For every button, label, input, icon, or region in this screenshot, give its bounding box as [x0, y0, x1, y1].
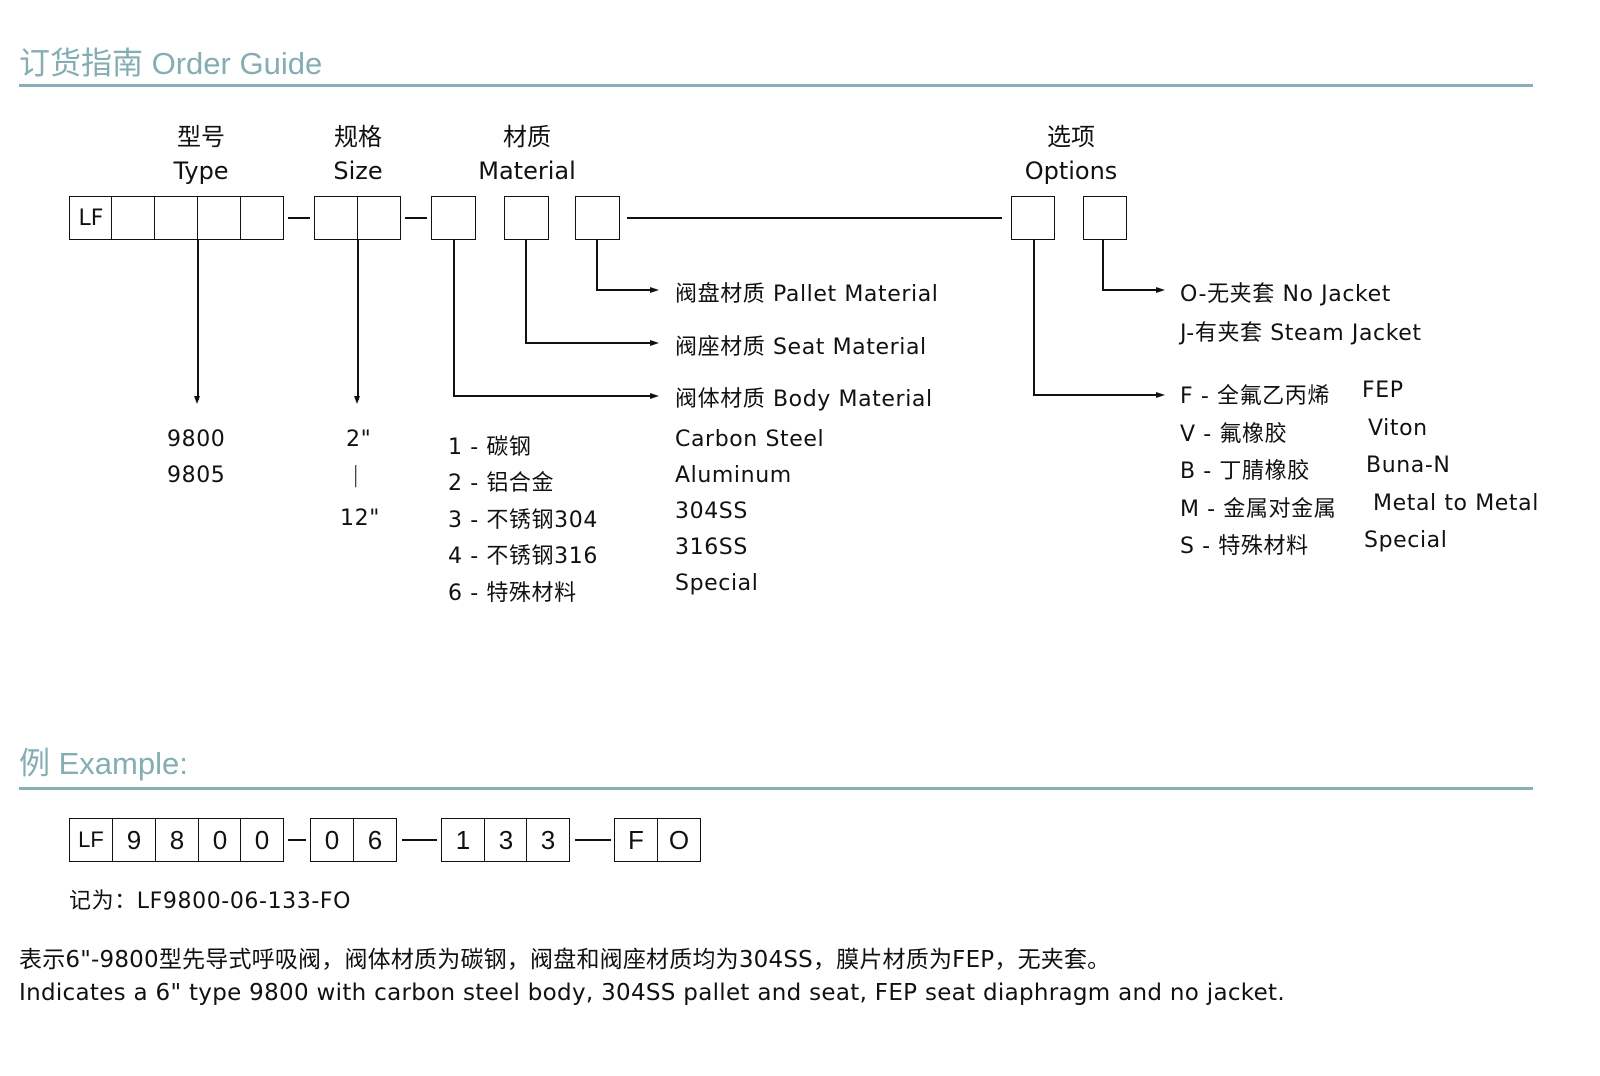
code-box-type-4 — [240, 196, 284, 240]
body-material-code: 1 - 碳钢 — [448, 435, 532, 460]
column-header-options-en: Options — [1024, 157, 1118, 185]
example-box-option: F — [614, 818, 658, 862]
size-leader-line — [357, 240, 359, 400]
column-header-options: 选项 Options — [991, 120, 1151, 188]
body-material-code: 2 - 铝合金 — [448, 471, 555, 496]
seat-leader-vertical — [525, 240, 527, 343]
body-arrow-icon — [650, 393, 659, 399]
body-material-en: Aluminum — [675, 463, 792, 488]
code-box-jacket-option — [1083, 196, 1127, 240]
body-material-code: 6 - 特殊材料 — [448, 581, 577, 606]
diaphragm-option-en: Special — [1364, 528, 1448, 553]
dash-connector — [288, 839, 306, 841]
diaphragm-option-code: M - 金属对金属 — [1180, 497, 1337, 522]
body-material-en: 304SS — [675, 499, 748, 524]
diaphragm-option-code: B - 丁腈橡胶 — [1180, 459, 1310, 484]
jacket-arrow-icon — [1156, 287, 1165, 293]
diaphragm-option-code: V - 氟橡胶 — [1180, 422, 1288, 447]
size-min: 2" — [346, 427, 372, 452]
order-guide-divider — [19, 84, 1533, 87]
column-header-type-zh: 型号 — [177, 123, 225, 151]
example-recorded-as: 记为：LF9800-06-133-FO — [69, 889, 352, 914]
type-value: 9800 — [167, 427, 226, 452]
jacket-leader-horizontal — [1102, 289, 1158, 291]
jacket-leader-vertical — [1102, 240, 1104, 290]
column-header-material-en: Material — [478, 157, 576, 185]
column-header-type: 型号 Type — [121, 120, 281, 188]
column-header-material: 材质 Material — [447, 120, 607, 188]
dash-connector — [402, 839, 437, 841]
dash-connector — [288, 217, 310, 219]
diaphragm-option-en: FEP — [1362, 378, 1404, 403]
code-box-diaphragm-option — [1011, 196, 1055, 240]
type-value: 9805 — [167, 463, 226, 488]
diaphragm-option-en: Metal to Metal — [1373, 491, 1539, 516]
body-material-code: 3 - 不锈钢304 — [448, 508, 598, 533]
code-box-type-1 — [111, 196, 155, 240]
type-leader-line — [197, 240, 199, 400]
seat-leader-horizontal — [525, 342, 653, 344]
dash-connector — [405, 217, 427, 219]
size-max: 12" — [340, 506, 380, 531]
diaphragm-option-code: F - 全氟乙丙烯 — [1180, 384, 1330, 409]
size-range-separator: | — [352, 463, 361, 488]
example-box-size: 0 — [310, 818, 354, 862]
code-box-type-2 — [154, 196, 198, 240]
example-box-material: 1 — [441, 818, 485, 862]
diaphragm-option-en: Viton — [1368, 416, 1428, 441]
diaphragm-leader-vertical — [1033, 240, 1035, 395]
diaphragm-leader-horizontal — [1033, 394, 1158, 396]
diaphragm-arrow-icon — [1156, 392, 1165, 398]
dash-connector-long — [627, 217, 1002, 219]
column-header-options-zh: 选项 — [1047, 123, 1095, 151]
example-box-type: 8 — [155, 818, 199, 862]
code-box-size-1 — [314, 196, 358, 240]
column-header-material-zh: 材质 — [503, 123, 551, 151]
jacket-option: O-无夹套 No Jacket — [1180, 282, 1391, 307]
code-box-prefix: LF — [69, 196, 113, 240]
pallet-leader-horizontal — [596, 289, 653, 291]
code-box-pallet-material — [575, 196, 620, 240]
pallet-arrow-icon — [650, 287, 659, 293]
type-arrow-icon — [194, 396, 200, 404]
seat-material-label: 阀座材质 Seat Material — [675, 335, 927, 360]
example-divider — [19, 787, 1533, 790]
example-description-en: Indicates a 6" type 9800 with carbon ste… — [19, 980, 1285, 1006]
seat-arrow-icon — [650, 340, 659, 346]
body-material-en: Special — [675, 571, 759, 596]
example-title: 例 Example: — [19, 746, 188, 781]
body-leader-vertical — [453, 240, 455, 396]
body-material-en: Carbon Steel — [675, 427, 825, 452]
column-header-size-en: Size — [333, 157, 383, 185]
column-header-size: 规格 Size — [278, 120, 438, 188]
example-box-type: LF — [69, 818, 113, 862]
example-box-option: O — [657, 818, 701, 862]
size-arrow-icon — [354, 396, 360, 404]
dash-connector — [575, 839, 611, 841]
code-box-size-2 — [357, 196, 401, 240]
example-box-size: 6 — [353, 818, 397, 862]
example-box-type: 0 — [240, 818, 284, 862]
code-box-seat-material — [504, 196, 549, 240]
pallet-material-label: 阀盘材质 Pallet Material — [675, 282, 939, 307]
body-leader-horizontal — [453, 395, 653, 397]
example-box-type: 9 — [112, 818, 156, 862]
example-box-type: 0 — [198, 818, 242, 862]
diaphragm-option-code: S - 特殊材料 — [1180, 534, 1309, 559]
pallet-leader-vertical — [596, 240, 598, 290]
example-box-material: 3 — [484, 818, 528, 862]
code-box-type-3 — [197, 196, 241, 240]
jacket-option: J-有夹套 Steam Jacket — [1180, 321, 1422, 346]
diaphragm-option-en: Buna-N — [1366, 453, 1451, 478]
example-box-material: 3 — [526, 818, 570, 862]
order-guide-title: 订货指南 Order Guide — [19, 46, 323, 81]
column-header-size-zh: 规格 — [334, 123, 382, 151]
column-header-type-en: Type — [173, 157, 229, 185]
example-description-zh: 表示6"-9800型先导式呼吸阀，阀体材质为碳钢，阀盘和阀座材质均为304SS，… — [19, 947, 1111, 973]
code-box-body-material — [431, 196, 476, 240]
body-material-en: 316SS — [675, 535, 748, 560]
body-material-label: 阀体材质 Body Material — [675, 387, 933, 412]
body-material-code: 4 - 不锈钢316 — [448, 544, 598, 569]
